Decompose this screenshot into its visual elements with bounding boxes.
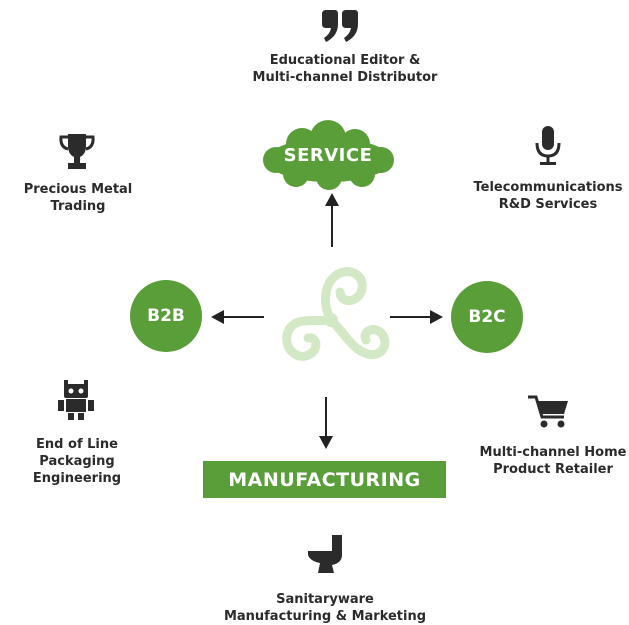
edu-caption: Educational Editor &Multi-channel Distri…	[252, 53, 438, 85]
robot-icon	[58, 380, 94, 420]
shopping-cart-icon	[528, 395, 568, 428]
arrow-left-head	[211, 310, 224, 324]
b2b-circle: B2B	[130, 280, 202, 352]
microphone-icon	[535, 126, 561, 165]
toilet-icon	[308, 535, 342, 573]
triskelion-icon	[282, 267, 390, 361]
service-cloud	[263, 120, 394, 190]
b2c-circle: B2C	[451, 281, 523, 353]
arrow-down-head	[319, 436, 333, 449]
arrow-up-head	[325, 193, 339, 206]
quote-icon	[322, 10, 358, 42]
trophy-icon	[59, 134, 95, 169]
manufacturing-label: MANUFACTURING	[203, 461, 446, 498]
arrow-right-head	[430, 310, 443, 324]
service-label: SERVICE	[283, 144, 373, 166]
